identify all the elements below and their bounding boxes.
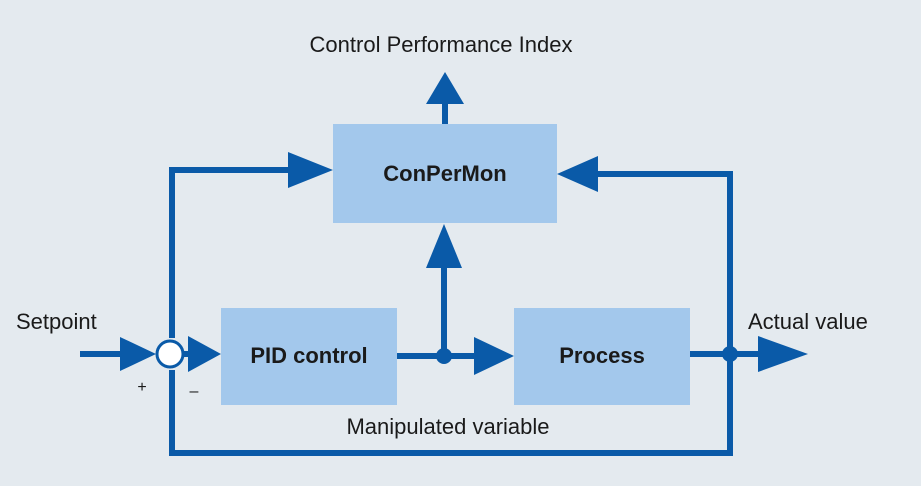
actual-to-conpermon-line bbox=[597, 171, 733, 354]
process-input-arrowhead bbox=[474, 337, 514, 375]
minus-sign-label: – bbox=[190, 383, 199, 400]
pid-control-block-rect bbox=[221, 308, 397, 405]
setpoint-label: Setpoint bbox=[16, 309, 97, 334]
conpermon-bottom-arrowhead bbox=[426, 224, 462, 268]
pid-control-block: PID control bbox=[221, 308, 397, 405]
process-block-rect bbox=[514, 308, 690, 405]
process-block-label: Process bbox=[559, 343, 645, 368]
summing-junction bbox=[155, 339, 185, 369]
conpermon-right-arrowhead bbox=[557, 156, 598, 192]
actual-value-label: Actual value bbox=[748, 309, 868, 334]
setpoint-to-conpermon-line bbox=[169, 167, 290, 338]
plus-sign-label: + bbox=[137, 379, 146, 396]
conpermon-block-rect bbox=[333, 124, 557, 223]
process-block: Process bbox=[514, 308, 690, 405]
signal-lines bbox=[80, 104, 760, 456]
pid-control-block-label: PID control bbox=[250, 343, 367, 368]
conpermon-block-label: ConPerMon bbox=[383, 161, 506, 186]
actual-value-arrowhead bbox=[758, 336, 808, 372]
conpermon-block: ConPerMon bbox=[333, 124, 557, 223]
arrowheads bbox=[120, 72, 808, 375]
performance-index-arrowhead bbox=[426, 72, 464, 104]
conpermon-left-arrowhead bbox=[288, 152, 333, 188]
mv-branch-node bbox=[436, 348, 452, 364]
pid-input-arrowhead bbox=[188, 336, 221, 372]
feedback-loop-line bbox=[169, 354, 733, 456]
manipulated-variable-label: Manipulated variable bbox=[346, 414, 549, 439]
actual-value-branch-node bbox=[722, 346, 738, 362]
performance-index-label: Control Performance Index bbox=[310, 32, 573, 57]
setpoint-arrowhead bbox=[120, 337, 156, 371]
